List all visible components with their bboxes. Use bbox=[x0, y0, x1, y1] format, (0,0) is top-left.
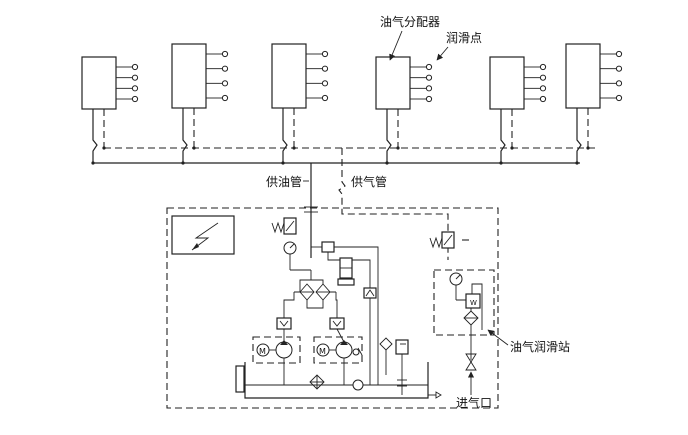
lube-point-icon bbox=[425, 95, 433, 103]
label-air-inlet: 进气口 bbox=[456, 395, 492, 410]
lube-point-icon bbox=[221, 94, 229, 102]
lube-point-icon bbox=[615, 94, 623, 102]
pressure-switch-right bbox=[429, 231, 470, 249]
svg-text:M: M bbox=[319, 347, 326, 356]
filter-icon bbox=[463, 310, 479, 326]
lube-point-icon bbox=[221, 50, 229, 58]
distributor-5 bbox=[489, 56, 547, 165]
pressure-gauge-icon bbox=[283, 241, 311, 271]
lightning-box-icon bbox=[191, 222, 219, 251]
lube-point-icon bbox=[425, 74, 433, 81]
label-oil-supply-pipe: 供油管 bbox=[266, 174, 302, 189]
lube-point-icon bbox=[425, 63, 433, 71]
lube-point-icon bbox=[221, 80, 229, 87]
valve-icon bbox=[465, 353, 477, 371]
lube-point-icon bbox=[615, 65, 623, 72]
pump-unit-right: M bbox=[313, 328, 363, 385]
svg-text:W: W bbox=[470, 299, 477, 307]
lube-point-icon bbox=[131, 85, 139, 92]
float-switch bbox=[379, 337, 393, 375]
lube-point-icon bbox=[131, 95, 139, 103]
distributor-3 bbox=[271, 43, 329, 165]
oil-tank bbox=[235, 362, 442, 399]
lube-point-icon bbox=[539, 74, 547, 81]
oil-air-station-frame bbox=[433, 269, 495, 336]
lube-point-icon bbox=[425, 85, 433, 92]
distributor-4 bbox=[375, 56, 433, 165]
lube-point-icon bbox=[321, 65, 329, 72]
lube-point-icon bbox=[539, 63, 547, 71]
station-internals: W bbox=[449, 272, 483, 360]
lube-point-icon bbox=[321, 80, 329, 87]
lube-point-icon bbox=[221, 65, 229, 72]
lube-point-icon bbox=[321, 50, 329, 58]
lube-point-icon bbox=[615, 80, 623, 87]
lube-point-icon bbox=[539, 85, 547, 92]
lube-point-icon bbox=[321, 94, 329, 102]
heater bbox=[395, 339, 409, 395]
solenoid-valve bbox=[337, 257, 355, 286]
pump-unit-left: M bbox=[252, 329, 301, 385]
check-valve-right bbox=[329, 317, 345, 330]
label-distributor: 油气分配器 bbox=[380, 14, 440, 29]
distributor-6 bbox=[565, 43, 623, 165]
distributor-1 bbox=[81, 56, 139, 165]
label-lube-point: 润滑点 bbox=[446, 31, 482, 45]
electrical-box bbox=[171, 215, 235, 255]
filter-icon bbox=[315, 283, 331, 301]
svg-text:M: M bbox=[259, 347, 266, 356]
lube-point-icon bbox=[131, 63, 139, 71]
check-valve-left bbox=[276, 317, 292, 330]
level-indicator bbox=[363, 287, 377, 299]
distributor-2 bbox=[171, 43, 229, 165]
lube-point-icon bbox=[539, 95, 547, 103]
lubrication-station-frame bbox=[166, 207, 499, 409]
air-supply-riser bbox=[338, 148, 449, 260]
label-station: 油气润滑站 bbox=[510, 339, 570, 354]
lube-point-icon bbox=[131, 74, 139, 81]
label-air-supply-pipe: 供气管 bbox=[351, 174, 387, 189]
filter-icon bbox=[299, 283, 315, 301]
pressure-switch-left bbox=[271, 217, 297, 235]
distributors-group bbox=[81, 43, 623, 165]
lube-point-icon bbox=[615, 50, 623, 58]
